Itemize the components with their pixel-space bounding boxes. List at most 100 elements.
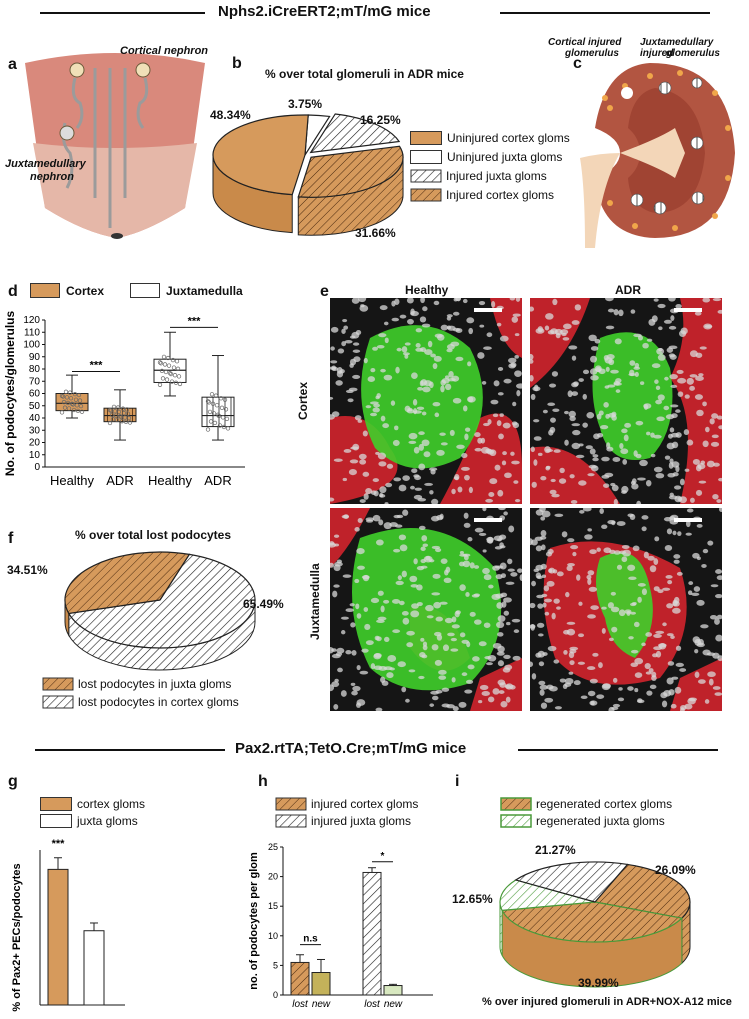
header-bottom-rule-left (35, 749, 225, 751)
data-point (71, 407, 77, 413)
nucleus (375, 451, 380, 455)
y-tick-label: 10 (268, 931, 278, 941)
legend-label: Uninjured cortex gloms (447, 130, 570, 145)
nucleus (462, 298, 468, 304)
nucleus (391, 317, 399, 322)
nucleus (545, 466, 551, 471)
nucleus (634, 688, 639, 693)
nucleus (408, 669, 416, 673)
nucleus (642, 342, 649, 349)
nucleus (421, 654, 428, 659)
nucleus (337, 667, 343, 673)
header-top: Nphs2.iCreERT2;mT/mG mice (218, 3, 431, 20)
nucleus (508, 525, 515, 533)
data-point (114, 417, 120, 423)
nucleus (463, 405, 468, 412)
data-point (157, 382, 163, 387)
nucleus (706, 460, 715, 468)
nucleus (501, 601, 507, 608)
nucleus (453, 476, 459, 480)
panel-f-title: % over total lost podocytes (75, 528, 232, 542)
nucleus (689, 385, 695, 391)
nucleus (447, 632, 455, 637)
nucleus (395, 580, 404, 586)
nucleus (621, 485, 629, 493)
nucleus (418, 431, 425, 436)
nucleus (598, 368, 606, 375)
nucleus (701, 564, 707, 568)
nucleus (554, 513, 564, 518)
nucleus (464, 689, 473, 694)
nucleus (502, 422, 511, 429)
nucleus (378, 333, 387, 338)
nucleus (360, 304, 365, 308)
nucleus (670, 315, 675, 322)
nucleus (606, 446, 614, 452)
nucleus (392, 629, 401, 634)
nucleus (596, 413, 602, 420)
nucleus (416, 602, 423, 607)
nucleus (554, 328, 563, 336)
data-point (165, 355, 171, 361)
nucleus (497, 538, 502, 542)
data-point (212, 420, 218, 426)
data-point (222, 397, 228, 402)
nucleus (539, 508, 546, 513)
pie-b-label-2: 3.75% (288, 97, 323, 111)
nucleus (657, 589, 664, 594)
nucleus (536, 622, 545, 628)
pie-i-label-2: 26.09% (655, 863, 696, 877)
nucleus (677, 531, 682, 537)
nucleus (645, 479, 652, 487)
panel-c-juxta-2: glomerulus (666, 48, 720, 59)
nucleus (361, 648, 369, 653)
nucleus (347, 398, 354, 403)
nucleus (584, 534, 593, 540)
pie-b-label-3: 16.25% (360, 113, 401, 127)
nucleus (450, 637, 457, 642)
nucleus (379, 494, 386, 498)
nucleus (716, 575, 722, 581)
nucleus (676, 571, 683, 576)
nucleus (450, 341, 460, 347)
nucleus (694, 394, 703, 400)
nucleus (590, 465, 599, 472)
nucleus (694, 671, 700, 679)
nucleus (648, 668, 654, 673)
data-point (213, 393, 219, 398)
nucleus (545, 551, 553, 557)
nucleus (696, 523, 703, 528)
nucleus (627, 564, 636, 571)
nucleus (340, 690, 347, 697)
nucleus (406, 630, 415, 636)
data-point (221, 424, 227, 430)
nucleus (696, 642, 705, 648)
panel-letter-c: c (573, 55, 582, 72)
nucleus (530, 393, 536, 400)
bar (311, 972, 331, 996)
nucleus (376, 619, 385, 624)
nucleus (667, 579, 673, 585)
nucleus (497, 366, 504, 371)
nucleus (333, 534, 340, 538)
nucleus (463, 555, 469, 561)
nucleus (559, 678, 566, 683)
nucleus (588, 586, 598, 592)
nucleus (630, 480, 636, 485)
nucleus (487, 419, 492, 425)
nucleus (482, 549, 487, 553)
nucleus (607, 519, 616, 525)
nucleus (491, 301, 496, 308)
nucleus (355, 603, 360, 610)
nucleus (646, 431, 651, 436)
nucleus (547, 402, 556, 407)
nucleus (462, 553, 471, 557)
nucleus (416, 406, 425, 411)
nucleus (418, 525, 426, 530)
nucleus (496, 651, 505, 656)
nucleus (544, 325, 550, 331)
nucleus (389, 667, 395, 671)
nucleus (483, 422, 490, 427)
nucleus (420, 298, 426, 304)
nucleus (714, 618, 720, 625)
